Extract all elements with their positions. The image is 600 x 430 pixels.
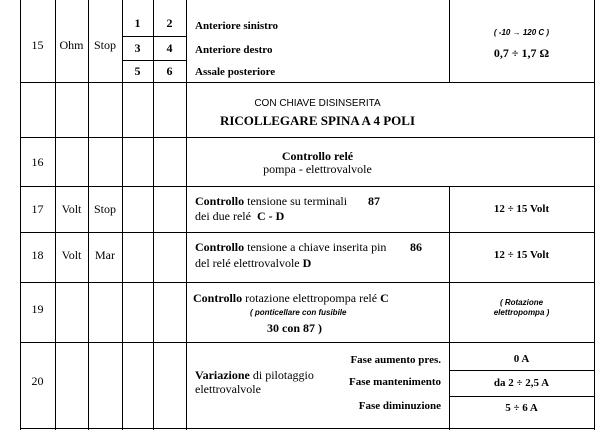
sensor-label: Assale posteriore [195, 66, 276, 78]
phase-label: Fase diminuzione [358, 400, 441, 412]
result-note: elettropompa ) [493, 308, 550, 317]
grid-line [20, 137, 595, 138]
sensor-label: Anteriore sinistro [195, 20, 278, 32]
row-number: 17 [31, 202, 44, 216]
pin-number: 4 [166, 41, 173, 55]
unit-cell: Ohm [59, 38, 84, 52]
check-text: tensione su terminali [244, 194, 348, 208]
grid-line [20, 82, 595, 83]
pin-number: 1 [134, 16, 141, 30]
check-description: Controllo tensione su terminali [195, 194, 347, 209]
pin-number: 6 [166, 64, 173, 78]
check-description-line2: del relé elettrovalvole D [195, 256, 311, 271]
grid-line [153, 0, 154, 430]
phase-label: Fase mantenimento [349, 376, 441, 388]
check-description: Variazione di pilotaggio [195, 368, 314, 383]
check-text: rotazione elettropompa relé [242, 291, 378, 305]
jumper-note: ( ponticellare con fusibile [250, 308, 347, 317]
check-title: Controllo relé [281, 149, 354, 163]
pin-number: 3 [134, 41, 141, 55]
row-number: 18 [31, 248, 44, 262]
grid-line [122, 36, 186, 37]
current-value: 5 ÷ 6 A [505, 402, 538, 414]
note-heading: RICOLLEGARE SPINA A 4 POLI [219, 113, 416, 128]
current-value: 0 A [513, 353, 530, 365]
grid-line [449, 186, 450, 430]
grid-line [20, 282, 595, 283]
check-text: di pilotaggio [249, 368, 314, 382]
condition-cell: Stop [93, 202, 116, 216]
check-text: del relé elettrovalvole [195, 256, 300, 270]
resistance-value: 0,7 ÷ 1,7 Ω [493, 46, 550, 60]
relay-letter: D [302, 256, 312, 270]
sensor-label: Anteriore destro [195, 44, 273, 56]
grid-line [20, 428, 595, 429]
temperature-range: ( -10 → 120 C ) [493, 28, 550, 37]
row-number: 19 [31, 302, 44, 316]
grid-line [122, 60, 186, 61]
unit-cell: Volt [61, 202, 82, 216]
grid-line [449, 0, 450, 82]
pin-number: 86 [410, 240, 422, 254]
check-keyword: Controllo [195, 194, 245, 208]
relay-letter: C [380, 291, 389, 305]
voltage-value: 12 ÷ 15 Volt [493, 203, 550, 215]
check-text: dei due relé [195, 209, 251, 223]
row-number: 16 [31, 155, 44, 169]
check-keyword: Controllo [193, 291, 243, 305]
check-keyword: Controllo [195, 240, 245, 254]
check-subtitle: pompa - elettrovalvole [263, 162, 372, 176]
voltage-value: 12 ÷ 15 Volt [493, 249, 550, 261]
grid-line [55, 0, 56, 430]
check-description-line2: elettrovalvole [195, 382, 261, 396]
grid-line [20, 0, 21, 430]
row-number: 20 [31, 374, 44, 388]
note-line: CON CHIAVE DISINSERITA [254, 98, 381, 109]
condition-cell: Stop [93, 38, 116, 52]
check-description: Controllo rotazione elettropompa relé C [193, 291, 389, 306]
check-keyword: Variazione [195, 368, 250, 382]
result-note: ( Rotazione [499, 298, 544, 307]
jumper-pins: 30 con 87 ) [267, 321, 322, 335]
grid-line [20, 232, 595, 233]
phase-label: Fase aumento pres. [350, 354, 441, 366]
pin-number: 2 [166, 16, 173, 30]
condition-cell: Mar [95, 248, 115, 262]
current-value: da 2 ÷ 2,5 A [493, 377, 550, 389]
check-description: Controllo tensione a chiave inserita pin [195, 240, 386, 255]
grid-line [449, 396, 594, 397]
grid-line [20, 186, 595, 187]
check-text: tensione a chiave inserita pin [244, 240, 387, 254]
grid-line [449, 370, 594, 371]
terminal-number: 87 [368, 194, 380, 208]
row-number: 15 [31, 38, 44, 52]
grid-line [594, 0, 595, 430]
grid-line [20, 342, 595, 343]
grid-line [122, 0, 123, 430]
grid-line [88, 0, 89, 430]
relay-letters: C - D [256, 209, 285, 223]
pin-number: 5 [134, 64, 141, 78]
unit-cell: Volt [61, 248, 82, 262]
grid-line [186, 0, 187, 430]
check-description-line2: dei due relé C - D [195, 209, 284, 224]
